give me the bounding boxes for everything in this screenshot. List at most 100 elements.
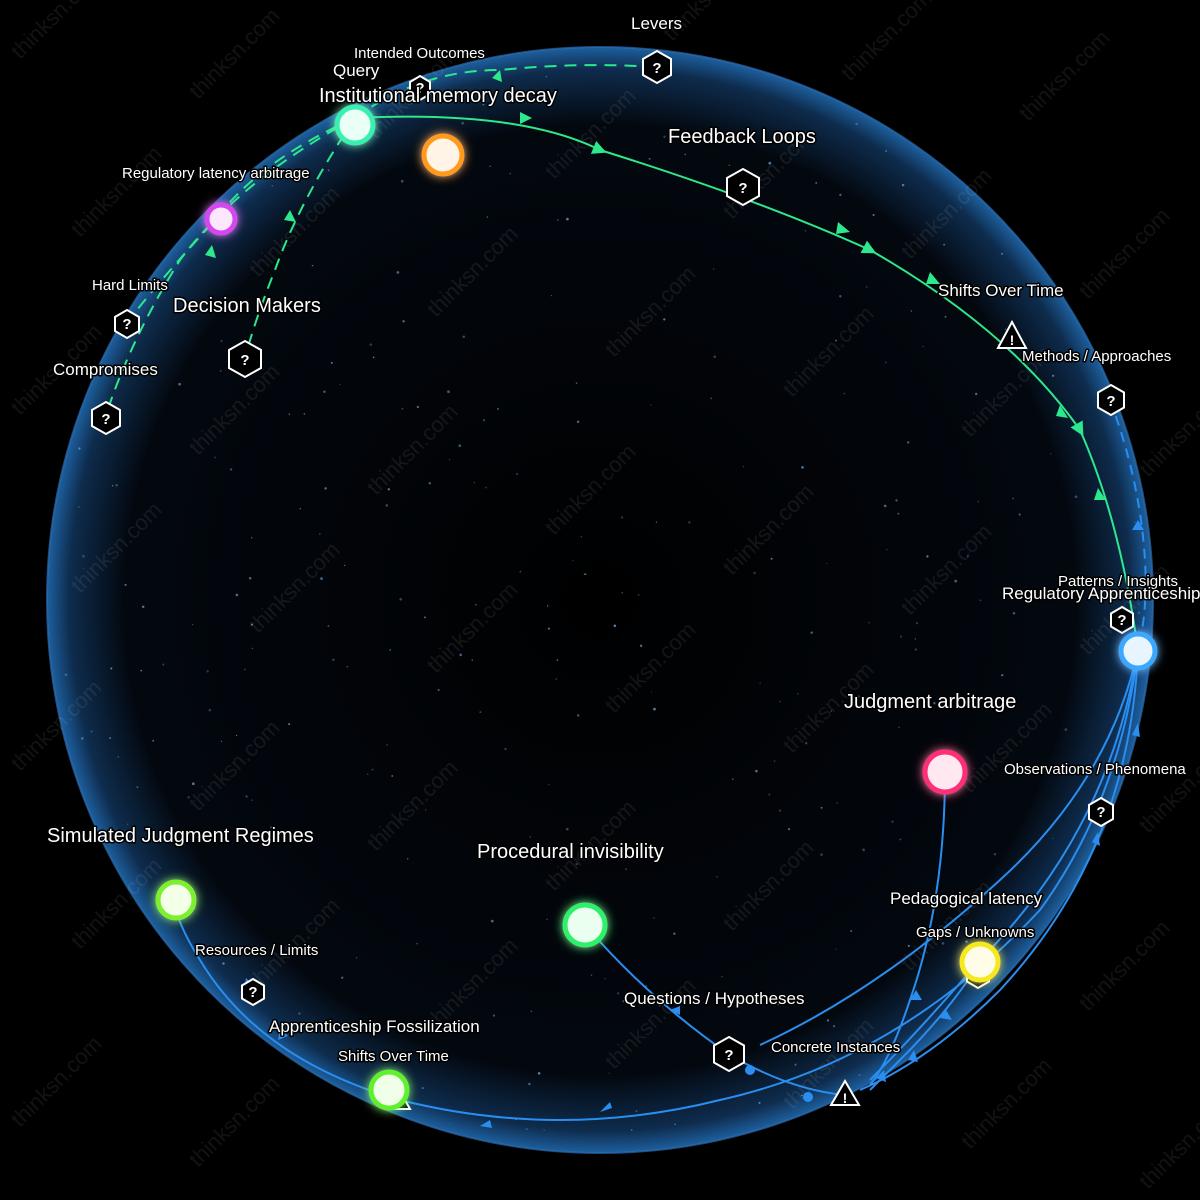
star-dot bbox=[486, 216, 489, 218]
star-dot bbox=[855, 122, 858, 126]
node-procedural-invisibility[interactable] bbox=[562, 902, 608, 948]
question-hex-icon[interactable]: ? bbox=[1088, 796, 1114, 828]
node-simulated-judgment-regimes[interactable] bbox=[155, 879, 197, 921]
node-regulatory-latency-arbitrage[interactable] bbox=[204, 202, 238, 236]
star-dot bbox=[653, 707, 656, 711]
star-dot bbox=[674, 1123, 676, 1126]
warning-triangle-icon[interactable]: ! bbox=[829, 1079, 861, 1106]
watermark-text: thinksn.com bbox=[1074, 915, 1175, 1016]
star-dot bbox=[1001, 252, 1004, 255]
star-dot bbox=[663, 135, 666, 138]
star-dot bbox=[926, 555, 929, 558]
question-hex-icon[interactable]: ? bbox=[642, 49, 672, 85]
star-dot bbox=[525, 1128, 528, 1131]
svg-text:?: ? bbox=[101, 411, 110, 428]
star-dot bbox=[369, 343, 373, 346]
question-hex-icon[interactable]: ? bbox=[726, 167, 760, 207]
star-dot bbox=[346, 665, 349, 668]
label-methods-approaches: Methods / Approaches bbox=[1022, 348, 1171, 365]
star-dot bbox=[910, 310, 913, 312]
watermark-text: thinksn.com bbox=[6, 1031, 107, 1132]
star-dot bbox=[716, 876, 718, 878]
label-feedback-loops: Feedback Loops bbox=[668, 126, 816, 148]
watermark-text: thinksn.com bbox=[184, 3, 285, 104]
star-dot bbox=[327, 625, 330, 627]
star-dot bbox=[768, 793, 771, 796]
star-dot bbox=[753, 571, 756, 575]
svg-text:?: ? bbox=[1096, 804, 1105, 821]
green-path-group bbox=[104, 64, 1139, 651]
star-dot bbox=[1051, 374, 1055, 377]
star-dot bbox=[82, 554, 85, 558]
star-dot bbox=[778, 809, 782, 812]
question-hex-icon[interactable]: ? bbox=[1097, 383, 1125, 417]
star-dot bbox=[575, 862, 578, 866]
svg-text:?: ? bbox=[738, 180, 747, 197]
star-dot bbox=[152, 739, 155, 742]
star-dot bbox=[914, 648, 917, 651]
star-dot bbox=[320, 577, 323, 580]
star-dot bbox=[140, 669, 143, 672]
star-dot bbox=[575, 382, 578, 384]
star-dot bbox=[630, 1129, 633, 1131]
star-dot bbox=[613, 624, 617, 628]
blue-path-group bbox=[174, 399, 1147, 1121]
node-pedagogical-latency[interactable] bbox=[959, 941, 1001, 983]
star-dot bbox=[797, 693, 799, 695]
star-dot bbox=[546, 605, 549, 607]
star-dot bbox=[1137, 611, 1140, 614]
node-orange[interactable] bbox=[421, 133, 465, 177]
node-judgment-arbitrage[interactable] bbox=[922, 749, 968, 795]
star-dot bbox=[459, 653, 463, 657]
star-dot bbox=[78, 447, 81, 450]
star-dot bbox=[126, 823, 129, 825]
star-dot bbox=[303, 413, 306, 415]
node-apprenticeship-fossilization[interactable] bbox=[368, 1069, 410, 1111]
node-layer bbox=[155, 104, 1158, 1111]
star-dot bbox=[448, 458, 451, 461]
star-dot bbox=[458, 444, 462, 448]
star-dot bbox=[402, 320, 405, 323]
star-dot bbox=[391, 775, 394, 777]
star-dot bbox=[770, 557, 773, 560]
question-hex-icon[interactable]: ? bbox=[241, 977, 265, 1007]
star-field bbox=[64, 76, 1140, 1131]
star-dot bbox=[473, 482, 476, 484]
star-dot bbox=[162, 663, 165, 666]
star-dot bbox=[367, 773, 369, 775]
warning-triangle-icon[interactable]: ! bbox=[996, 319, 1028, 349]
star-dot bbox=[622, 999, 625, 1003]
question-hex-icon[interactable]: ? bbox=[91, 400, 121, 436]
green-path-dashed-left-3 bbox=[104, 117, 356, 419]
star-dot bbox=[251, 799, 254, 801]
star-dot bbox=[509, 172, 512, 175]
star-dot bbox=[208, 708, 212, 712]
star-dot bbox=[371, 768, 374, 771]
question-hex-icon[interactable]: ? bbox=[228, 339, 262, 379]
star-dot bbox=[590, 974, 593, 976]
blue-path-outer bbox=[174, 649, 1139, 1121]
svg-text:!: ! bbox=[1010, 332, 1015, 348]
star-dot bbox=[1064, 728, 1068, 731]
star-dot bbox=[787, 827, 791, 831]
node-institutional-memory-decay[interactable] bbox=[334, 104, 376, 146]
node-regulatory-apprenticeship[interactable] bbox=[1118, 631, 1158, 671]
label-query: Query bbox=[333, 61, 380, 80]
label-regulatory-apprenticeship: Regulatory Apprenticeship bbox=[1002, 584, 1200, 603]
star-dot bbox=[1074, 495, 1078, 499]
label-patterns-insights: Patterns / Insights bbox=[1058, 573, 1178, 590]
star-dot bbox=[90, 730, 93, 733]
question-hex-icon[interactable]: ? bbox=[1110, 605, 1134, 635]
star-dot bbox=[492, 1014, 495, 1017]
question-hex-icon[interactable]: ? bbox=[114, 308, 140, 340]
question-hex-icon[interactable]: ? bbox=[713, 1035, 745, 1073]
star-dot bbox=[993, 853, 997, 856]
question-hex-icon[interactable]: ? bbox=[409, 74, 431, 102]
star-dot bbox=[141, 605, 145, 609]
star-dot bbox=[407, 858, 409, 860]
star-dot bbox=[504, 747, 507, 751]
star-dot bbox=[529, 836, 531, 838]
label-concrete-instances: Concrete Instances bbox=[771, 1039, 900, 1056]
blue-path-inner-2 bbox=[869, 649, 1139, 1081]
